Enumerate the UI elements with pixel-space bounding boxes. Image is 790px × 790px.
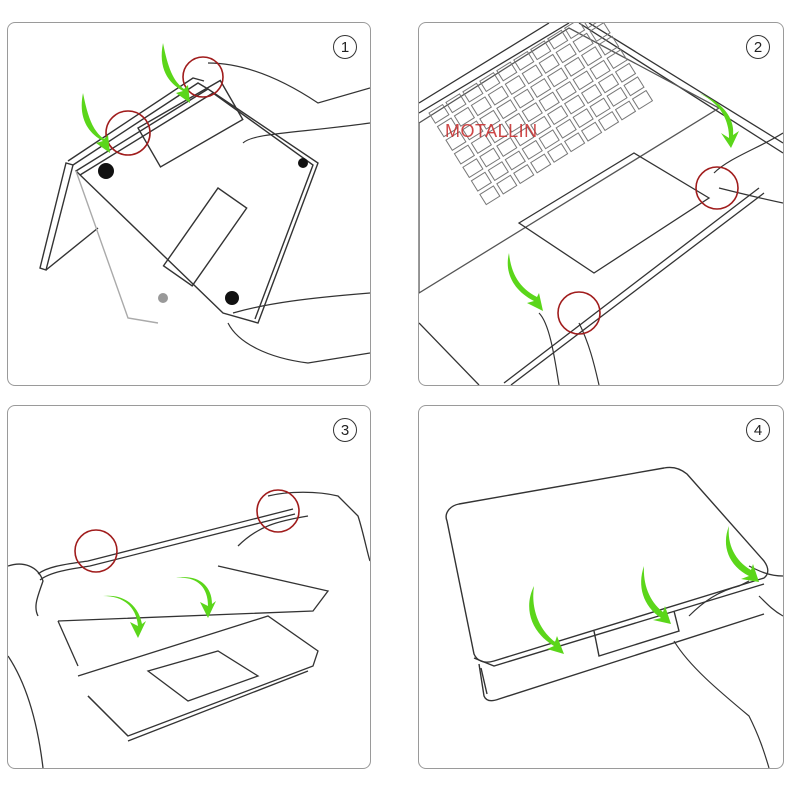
- step-number-badge: 3: [333, 418, 357, 442]
- watermark-text: MOTALLIN: [445, 121, 538, 141]
- step-number-badge: 4: [746, 418, 770, 442]
- illustration-laptop-keyboard-corners: [419, 23, 783, 385]
- step-panel-2: MOTALLIN 2: [418, 22, 784, 386]
- step-panel-1: 1: [7, 22, 371, 386]
- step-panel-4: 4: [418, 405, 784, 769]
- step-number-badge: 2: [746, 35, 770, 59]
- illustration-laptop-top-shell-clips: [8, 489, 370, 768]
- step-panel-3: 3: [7, 405, 371, 769]
- step-number-badge: 1: [333, 35, 357, 59]
- illustration-laptop-bottom-shell: [39, 43, 370, 364]
- illustration-laptop-lid-press: [445, 466, 783, 768]
